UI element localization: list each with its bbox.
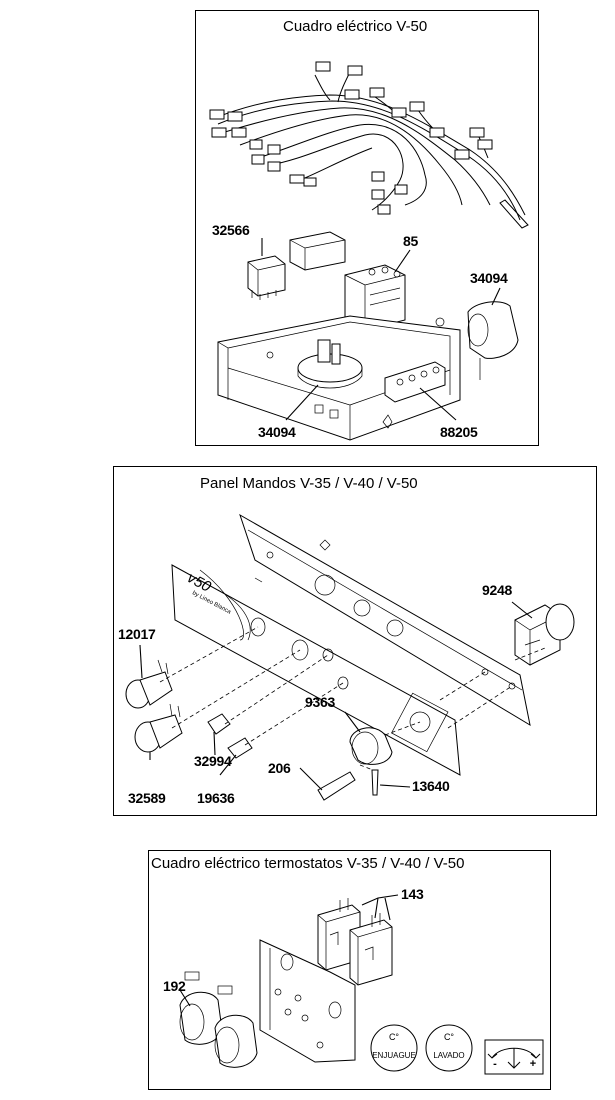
label-32566: 32566 [212, 222, 250, 238]
rinse-unit: C° [388, 1032, 400, 1042]
controls-panel-title: Panel Mandos V-35 / V-40 / V-50 [200, 475, 418, 492]
wiring-harness [214, 71, 529, 229]
adjust-minus: - [493, 1058, 497, 1070]
front-fascia [171, 564, 461, 776]
timer-motor-9248 [514, 603, 575, 666]
label-32589: 32589 [128, 790, 166, 806]
timer-34094 [467, 301, 519, 380]
rinse-symbol-circle [370, 1024, 418, 1072]
electric-panel-title: Cuadro eléctrico V-50 [283, 18, 428, 35]
pressure-switch [297, 339, 363, 389]
screw-13640 [371, 769, 379, 796]
label-206: 206 [268, 760, 291, 776]
adjust-plus: + [529, 1058, 537, 1070]
wash-symbol-circle [425, 1024, 473, 1072]
thermostats-panel-title: Cuadro eléctrico termostatos V-35 / V-40… [151, 855, 465, 872]
label-9248: 9248 [482, 582, 512, 598]
label-12017: 12017 [118, 626, 156, 642]
terminal-block [382, 361, 446, 429]
knob-shaft-206 [317, 771, 356, 801]
label-143: 143 [401, 886, 424, 902]
label-192: 192 [163, 978, 186, 994]
wash-unit: C° [443, 1032, 455, 1042]
rear-control-plate [239, 513, 531, 727]
thermostat-knob-9363 [349, 727, 393, 765]
wash-label: LAVADO [433, 1051, 465, 1060]
label-9363: 9363 [305, 694, 335, 710]
thermostat-pair-143 [317, 898, 393, 986]
label-19636: 19636 [197, 790, 235, 806]
thermostat-bracket [259, 939, 356, 1063]
panel-label-tags [184, 971, 233, 995]
label-88205: 88205 [440, 424, 478, 440]
lamp-holder-19636 [227, 737, 253, 759]
harness-connectors [209, 61, 493, 215]
indicator-lamp-12017 [125, 659, 173, 709]
relay-bracket [289, 231, 346, 271]
rinse-label: ENJUAGUE [372, 1051, 416, 1060]
label-34094-bottom: 34094 [258, 424, 296, 440]
relay-32566 [247, 255, 286, 300]
label-32994: 32994 [194, 753, 232, 769]
label-34094-top: 34094 [470, 270, 508, 286]
indicator-lamp-32589 [134, 703, 183, 753]
thermostat-knob-192-b [214, 1014, 258, 1068]
label-13640: 13640 [412, 778, 450, 794]
lamp-holder-32994 [207, 713, 231, 735]
label-85: 85 [403, 233, 418, 249]
